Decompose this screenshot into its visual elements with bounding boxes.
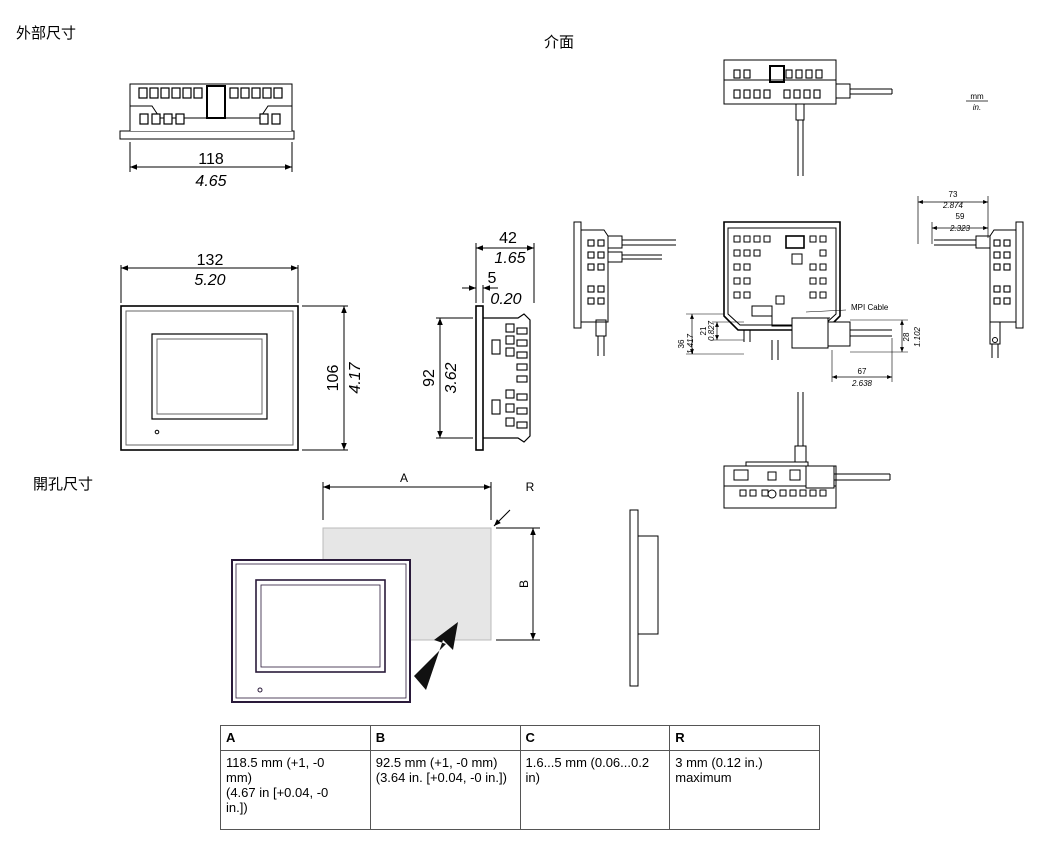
heading-outer-dimensions: 外部尺寸: [16, 24, 77, 42]
dim-28-in: 1.102: [913, 326, 922, 347]
dim-front-height-in: 4.17: [347, 361, 364, 393]
dim-73-in: 2.874: [942, 201, 964, 210]
dim-36-in: 1.417: [686, 333, 695, 354]
table-cell-r: 3 mm (0.12 in.) maximum: [669, 750, 820, 830]
table-cell-b: 92.5 mm (+1, -0 mm) (3.64 in. [+0.04, -0…: [369, 750, 521, 830]
interface-bottom-view: [723, 392, 891, 509]
cell-a-line-1: 118.5 mm (+1, -0: [226, 755, 325, 770]
dim-front-width-in: 5.20: [194, 272, 225, 289]
dim-67-in: 2.638: [851, 379, 873, 388]
top-view: [119, 83, 295, 172]
dim-side-bezel-in: 0.20: [490, 291, 521, 308]
dim-side-height-mm: 92: [421, 369, 438, 387]
table-header-c: C: [519, 725, 671, 751]
cutout-panel-section: [629, 509, 659, 687]
table-row: 118.5 mm (+1, -0 mm) (4.67 in [+0.04, -0…: [220, 750, 820, 830]
dim-top-width-mm: 118: [198, 151, 224, 168]
dim-59-in: 2.323: [949, 224, 971, 233]
interface-right-view: [917, 196, 1024, 358]
heading-interface: 介面: [544, 33, 575, 51]
table-cell-a: 118.5 mm (+1, -0 mm) (4.67 in [+0.04, -0…: [220, 750, 371, 830]
dim-36: 36: [677, 339, 686, 348]
cell-b-line-1: 92.5 mm (+1, -0 mm): [375, 755, 498, 770]
cutout-label-b: B: [517, 580, 531, 588]
cell-b-line-2: (3.64 in. [+0.04, -0 in.]): [375, 770, 507, 785]
interface-left-view: [573, 221, 676, 356]
table-header-b: B: [369, 725, 521, 751]
mpi-cable-label: MPI Cable: [851, 303, 889, 312]
table-header-row: A B C R: [220, 725, 820, 751]
dim-21-in: 0.827: [707, 320, 716, 341]
front-view: [120, 265, 348, 451]
cell-c-line-2: in): [525, 770, 540, 785]
dim-side-bezel-mm: 5: [488, 270, 497, 287]
table-cell-c: 1.6...5 mm (0.06...0.2 in): [519, 750, 671, 830]
dim-front-width-mm: 132: [197, 252, 224, 269]
interface-top-view: [723, 59, 893, 176]
dim-67: 67: [858, 367, 867, 376]
cutout-label-a: A: [400, 471, 408, 485]
cutout-label-r: R: [526, 480, 535, 494]
dim-side-depth-mm: 42: [499, 230, 517, 247]
dim-front-height-mm: 106: [325, 365, 342, 392]
interface-rear-view: [686, 221, 908, 382]
cell-r-line-1: 3 mm (0.12 in.): [675, 755, 763, 770]
dim-side-height-in: 3.62: [443, 362, 460, 393]
dim-59: 59: [956, 212, 965, 221]
cutout-diagram: [231, 482, 540, 703]
cutout-spec-table: A B C R 118.5 mm (+1, -0 mm) (4.67 in [+…: [220, 725, 820, 830]
dim-side-depth-in: 1.65: [494, 250, 525, 267]
table-header-a: A: [220, 725, 371, 751]
dim-top-width-in: 4.65: [195, 173, 226, 190]
cell-a-line-3: (4.67 in [+0.04, -0: [226, 785, 329, 800]
dim-21: 21: [699, 326, 708, 335]
side-view: [436, 243, 535, 451]
cell-a-line-2: mm): [226, 770, 252, 785]
dim-28: 28: [902, 332, 911, 341]
units-in: in.: [973, 103, 981, 112]
cell-r-line-2: maximum: [675, 770, 732, 785]
table-header-r: R: [669, 725, 820, 751]
cell-a-line-4: in.]): [226, 800, 248, 815]
heading-cutout-dimensions: 開孔尺寸: [33, 475, 94, 493]
units-mm: mm: [970, 92, 984, 101]
cell-c-line-1: 1.6...5 mm (0.06...0.2: [525, 755, 650, 770]
units-legend: mm in.: [966, 92, 988, 112]
dim-73: 73: [949, 190, 958, 199]
